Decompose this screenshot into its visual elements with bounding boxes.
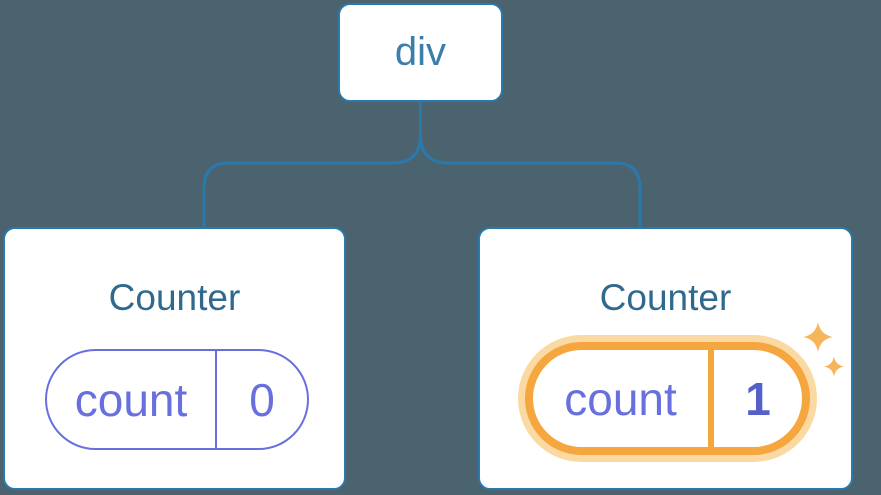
counter-title: Counter <box>108 277 241 318</box>
sparkle-icon <box>824 356 844 377</box>
counter-title: Counter <box>599 277 732 318</box>
state-key-cell: count <box>47 351 217 448</box>
state-key-label: count <box>74 373 188 426</box>
counter-card-left: Counter count 0 <box>3 227 346 490</box>
state-value-label: 0 <box>249 373 275 426</box>
state-key-cell: count <box>533 350 714 447</box>
tree-edge-left <box>202 101 422 228</box>
state-value-cell: 0 <box>217 351 307 448</box>
state-pill-highlighted: count 1 <box>525 342 810 455</box>
tree-edge-right <box>419 101 642 228</box>
state-value-cell: 1 <box>714 350 802 447</box>
state-pill: count 0 <box>45 349 309 450</box>
counter-card-right: Counter count 1 <box>478 227 853 490</box>
root-node-label: div <box>394 30 447 74</box>
state-key-label: count <box>564 372 677 425</box>
sparkle-icon <box>803 322 833 352</box>
root-node-div: div <box>338 3 503 102</box>
state-value-label: 1 <box>745 372 771 425</box>
